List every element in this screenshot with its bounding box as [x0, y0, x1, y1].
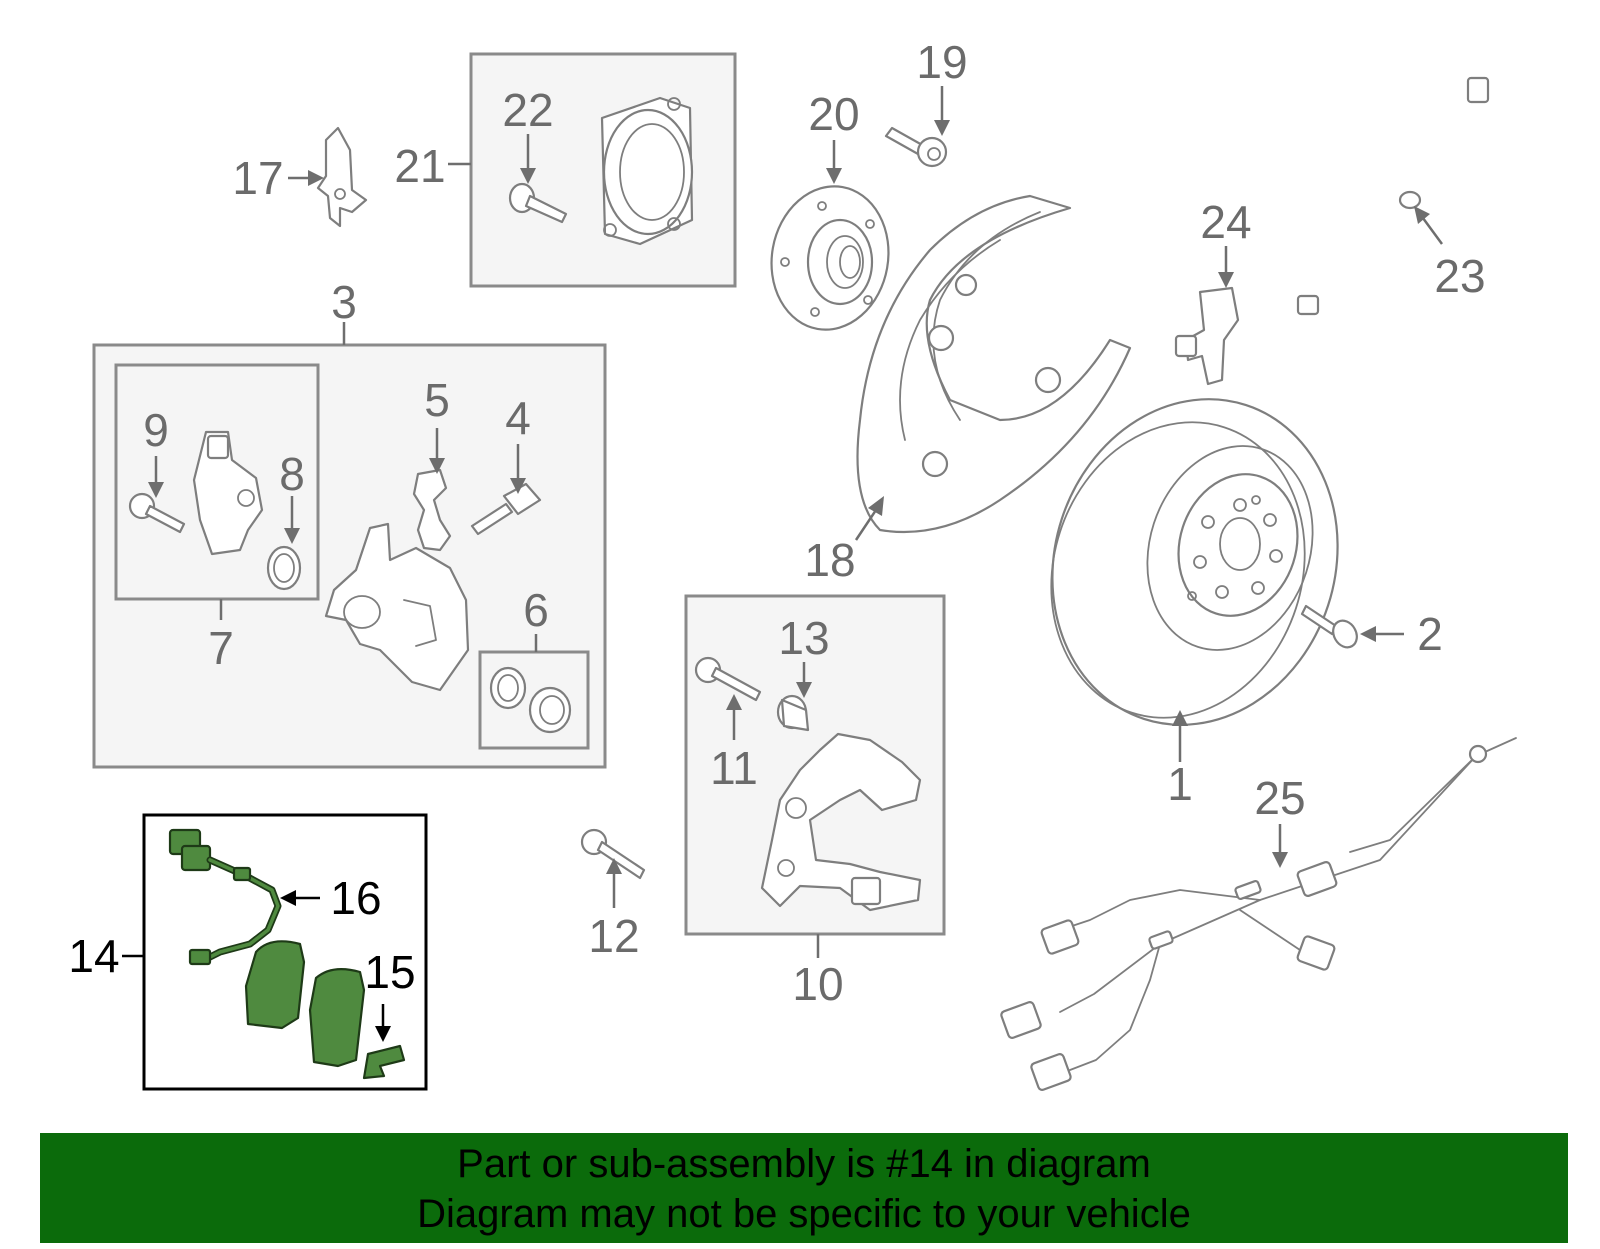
- callout-17: 17: [232, 152, 283, 204]
- callout-23: 23: [1434, 250, 1485, 302]
- callout-8: 8: [279, 448, 305, 500]
- bracket-part-17: [316, 126, 368, 228]
- seal-kit-part-6: [489, 666, 572, 734]
- callout-25: 25: [1254, 772, 1305, 824]
- brake-hose-part-23: [1296, 76, 1490, 316]
- callout-12: 12: [588, 910, 639, 962]
- abs-sensor-part-24: [1174, 286, 1240, 386]
- caliper-piston-part-7: [192, 430, 264, 556]
- guide-pin-part-4: [470, 482, 542, 536]
- brake-rotor-part-1: [1050, 398, 1339, 726]
- callout-3: 3: [331, 276, 357, 328]
- caliper-bolt-part-11: [694, 656, 762, 702]
- wheel-hub-part-20: [770, 185, 890, 331]
- bleeder-valve-part-5: [412, 468, 452, 552]
- callout-5: 5: [424, 374, 450, 426]
- hub-bolt-part-19: [884, 126, 948, 168]
- callout-19: 19: [916, 36, 967, 88]
- bracket-bolt-part-12: [580, 828, 646, 880]
- callout-10: 10: [792, 958, 843, 1010]
- wheel-bearing-part-21: [600, 96, 694, 246]
- caliper-bolt-part-9: [128, 492, 186, 534]
- callout-13: 13: [778, 612, 829, 664]
- callout-2: 2: [1417, 608, 1443, 660]
- banner-line-2: Diagram may not be specific to your vehi…: [417, 1192, 1191, 1236]
- callout-24: 24: [1200, 196, 1251, 248]
- callout-14[interactable]: 14: [68, 930, 119, 982]
- info-banner: Part or sub-assembly is #14 in diagram D…: [40, 1133, 1568, 1243]
- seal-ring-part-8: [266, 545, 302, 591]
- callout-21: 21: [394, 140, 445, 192]
- callout-4: 4: [505, 392, 531, 444]
- dust-shield-part-18: [856, 194, 1132, 534]
- callout-16: 16: [330, 872, 381, 924]
- callout-15: 15: [364, 946, 415, 998]
- callout-22: 22: [502, 84, 553, 136]
- callout-7: 7: [208, 622, 234, 674]
- bearing-bolt-part-22: [508, 182, 568, 224]
- rotor-screw-part-2: [1300, 604, 1358, 649]
- wiring-harness-part-25: [1000, 737, 1517, 1091]
- callout-18: 18: [804, 534, 855, 586]
- brake-pad-set-part-14: [168, 828, 406, 1080]
- callout-20: 20: [808, 88, 859, 140]
- callout-1: 1: [1167, 758, 1193, 810]
- leader-lines: [122, 86, 1444, 1042]
- caliper-bracket-part-10: [760, 732, 922, 912]
- callout-9: 9: [143, 404, 169, 456]
- callout-11: 11: [710, 742, 758, 794]
- banner-line-1: Part or sub-assembly is #14 in diagram: [457, 1142, 1151, 1186]
- bushing-part-13: [776, 694, 810, 732]
- callout-labels: 1 2 3 4 5 6 7 8 9 10 11 12 13 14 15 16 1…: [68, 36, 1485, 1010]
- callout-6: 6: [523, 584, 549, 636]
- caliper-body-part-3: [324, 522, 470, 692]
